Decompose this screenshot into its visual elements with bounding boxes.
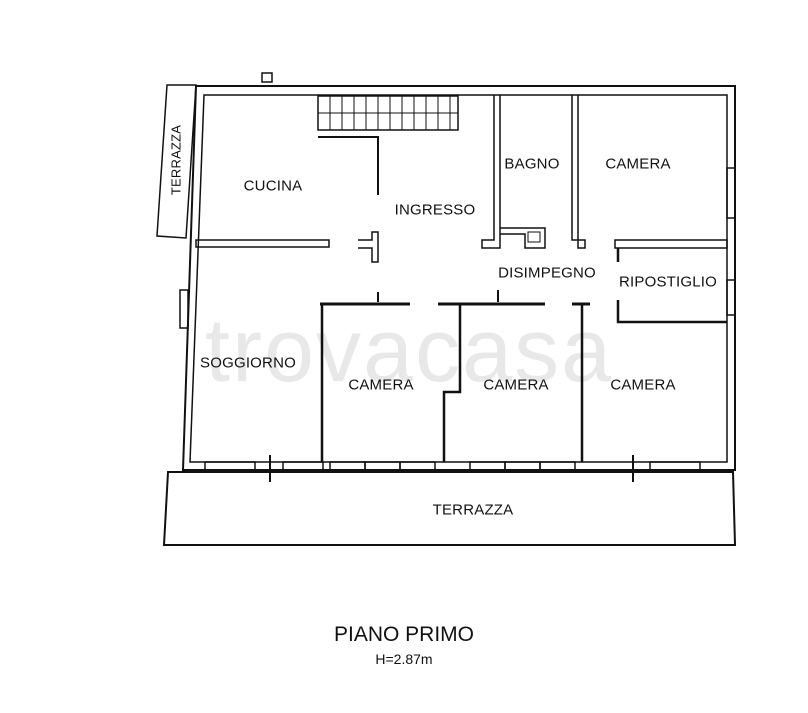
room-label-camera-top: CAMERA [605, 155, 671, 173]
floor-title: PIANO PRIMO [333, 623, 475, 646]
room-label-bagno: BAGNO [504, 155, 560, 173]
room-label-soggiorno: SOGGIORNO [200, 354, 296, 372]
room-label-cucina: CUCINA [243, 177, 303, 195]
watermark: trovacasa [205, 301, 614, 401]
room-label-terrazza-bottom: TERRAZZA [432, 501, 514, 519]
room-label-camera-1: CAMERA [348, 376, 414, 394]
ceiling-height: H=2.87m [375, 651, 433, 667]
room-label-disimpegno: DISIMPEGNO [498, 264, 596, 282]
room-label-camera-3: CAMERA [610, 376, 676, 394]
room-label-ripostiglio: RIPOSTIGLIO [618, 273, 718, 291]
room-label-terrazza-left: TERRAZZA [168, 124, 184, 196]
room-label-camera-2: CAMERA [483, 376, 549, 394]
room-label-ingresso: INGRESSO [394, 201, 476, 219]
